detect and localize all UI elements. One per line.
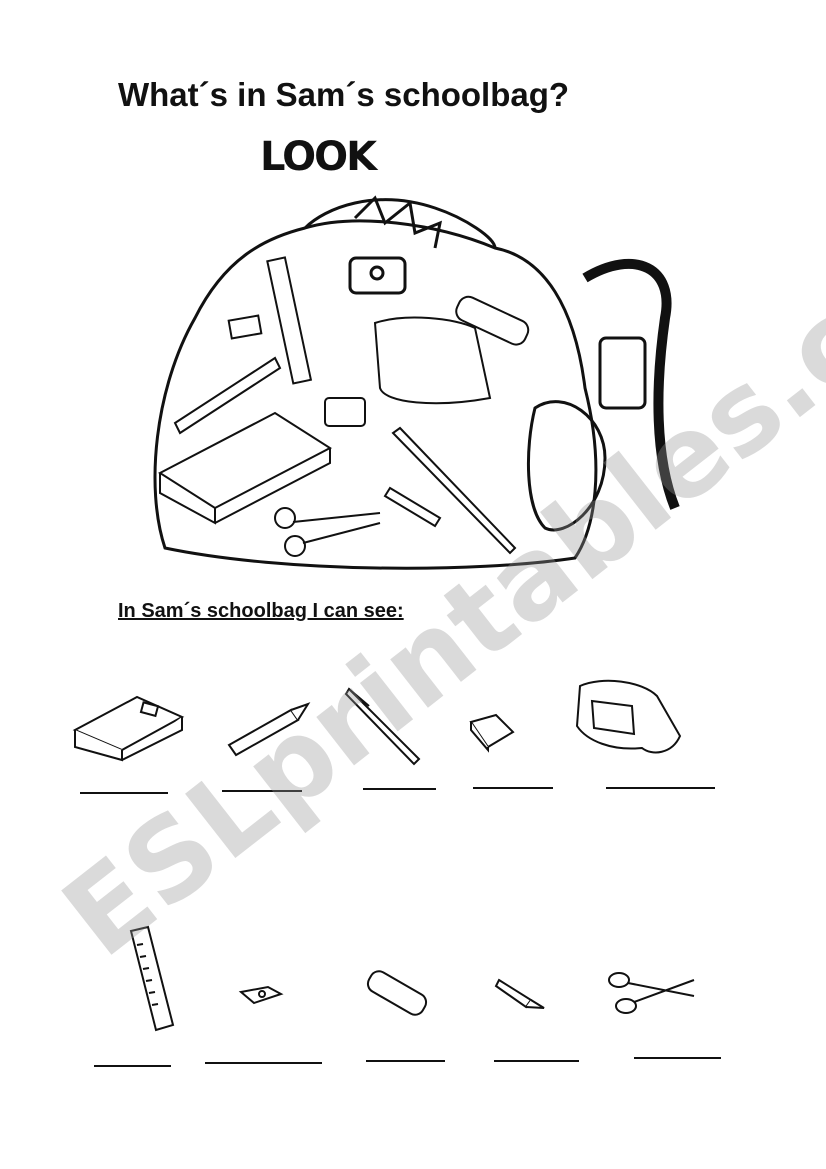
schoolbag-illustration xyxy=(153,195,680,570)
book-icon xyxy=(72,695,185,762)
pencil-case-icon xyxy=(575,679,682,754)
answer-line-ruler[interactable] xyxy=(94,1065,171,1067)
answer-line-rubber[interactable] xyxy=(473,787,553,789)
answer-line-pencil[interactable] xyxy=(222,790,302,792)
subtitle: In Sam´s schoolbag I can see: xyxy=(118,600,404,622)
answer-line-glue-stick[interactable] xyxy=(366,1060,445,1062)
pencil-icon xyxy=(227,702,311,757)
answer-line-book[interactable] xyxy=(80,792,168,794)
look-logo: LOOK xyxy=(260,134,377,180)
sharpener-icon xyxy=(238,985,284,1005)
answer-line-crayon[interactable] xyxy=(494,1060,579,1062)
page-title: What´s in Sam´s schoolbag? xyxy=(118,76,570,113)
answer-line-scissors[interactable] xyxy=(634,1057,721,1059)
glue-stick-icon xyxy=(366,970,428,1016)
answer-line-sharpener[interactable] xyxy=(205,1062,322,1064)
answer-line-pen[interactable] xyxy=(363,788,436,790)
crayon-icon xyxy=(494,978,545,1009)
scissors-icon xyxy=(608,972,695,1014)
ruler-icon xyxy=(129,925,175,1032)
pen-icon xyxy=(344,687,421,766)
rubber-icon xyxy=(469,713,515,753)
answer-line-pencil-case[interactable] xyxy=(606,787,715,789)
